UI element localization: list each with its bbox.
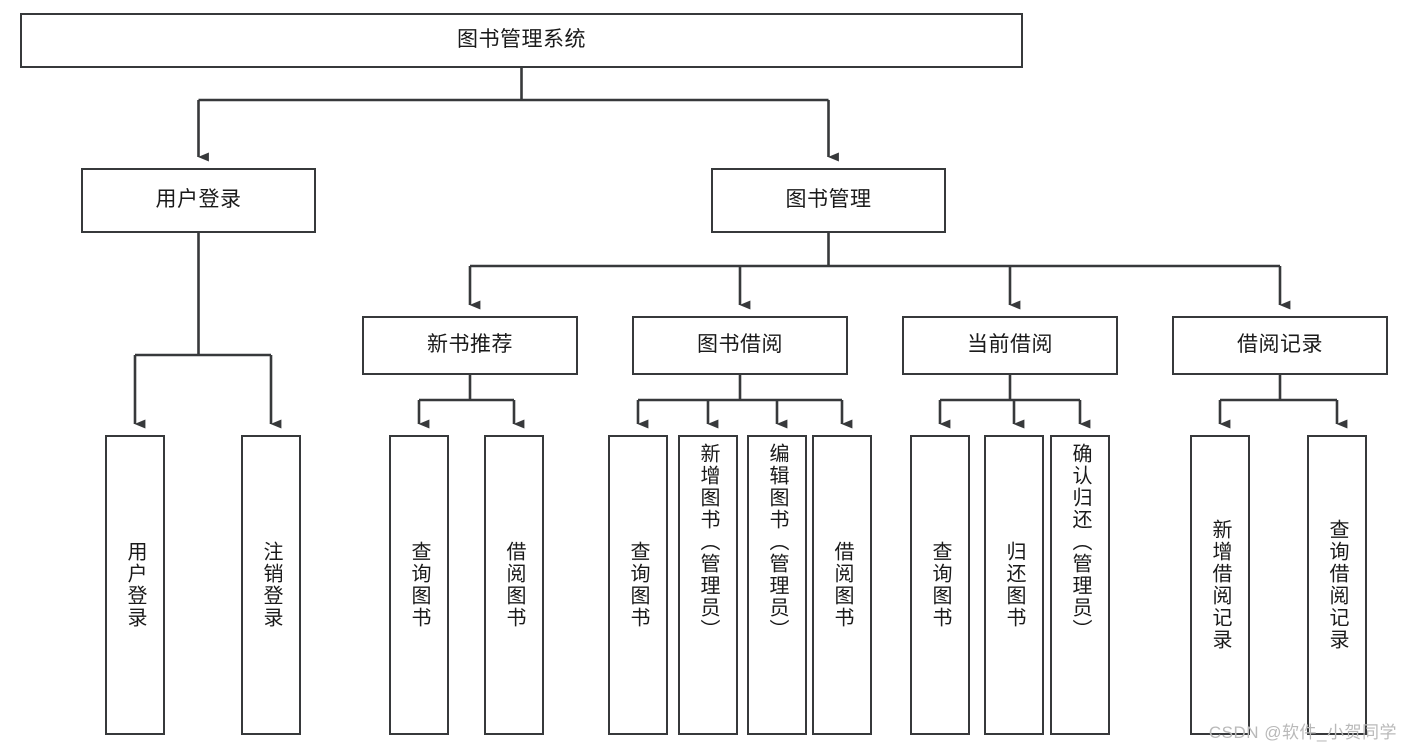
node-label: 用户登录 xyxy=(124,541,146,629)
node-leaf-edit-book[interactable]: 编辑图书（管理员） xyxy=(747,435,807,735)
node-label: 新增借阅记录 xyxy=(1209,519,1231,651)
node-label: 查询图书 xyxy=(627,541,649,629)
node-label: 归还图书 xyxy=(1003,541,1025,629)
node-label: 确认归还（管理员） xyxy=(1069,443,1091,641)
node-root[interactable]: 图书管理系统 xyxy=(20,13,1023,68)
node-leaf-query-book-1[interactable]: 查询图书 xyxy=(389,435,449,735)
node-label: 图书管理 xyxy=(785,188,872,212)
node-label: 当前借阅 xyxy=(967,333,1053,357)
node-leaf-query-record[interactable]: 查询借阅记录 xyxy=(1307,435,1367,735)
node-book-borrow[interactable]: 图书借阅 xyxy=(632,316,848,375)
node-leaf-borrow-book-2[interactable]: 借阅图书 xyxy=(812,435,872,735)
node-leaf-query-book-2[interactable]: 查询图书 xyxy=(608,435,668,735)
node-label: 查询图书 xyxy=(929,541,951,629)
node-label: 借阅图书 xyxy=(503,541,525,629)
node-current-borrow[interactable]: 当前借阅 xyxy=(902,316,1118,375)
node-label: 查询借阅记录 xyxy=(1326,519,1348,651)
node-leaf-user-login[interactable]: 用户登录 xyxy=(105,435,165,735)
node-label: 图书管理系统 xyxy=(457,28,586,52)
node-label: 借阅图书 xyxy=(831,541,853,629)
node-leaf-query-book-3[interactable]: 查询图书 xyxy=(910,435,970,735)
edge-group xyxy=(133,68,1348,429)
node-label: 借阅记录 xyxy=(1237,333,1323,357)
node-leaf-borrow-book-1[interactable]: 借阅图书 xyxy=(484,435,544,735)
node-label: 查询图书 xyxy=(408,541,430,629)
node-new-book-rec[interactable]: 新书推荐 xyxy=(362,316,578,375)
node-book-manage[interactable]: 图书管理 xyxy=(711,168,946,233)
node-label: 用户登录 xyxy=(155,188,242,212)
node-user-login[interactable]: 用户登录 xyxy=(81,168,316,233)
node-leaf-logout[interactable]: 注销登录 xyxy=(241,435,301,735)
node-leaf-return-book[interactable]: 归还图书 xyxy=(984,435,1044,735)
node-label: 新增图书（管理员） xyxy=(697,443,719,641)
node-leaf-add-record[interactable]: 新增借阅记录 xyxy=(1190,435,1250,735)
node-borrow-record[interactable]: 借阅记录 xyxy=(1172,316,1388,375)
node-leaf-confirm-return[interactable]: 确认归还（管理员） xyxy=(1050,435,1110,735)
node-label: 编辑图书（管理员） xyxy=(766,443,788,641)
node-label: 新书推荐 xyxy=(427,333,513,357)
node-leaf-add-book[interactable]: 新增图书（管理员） xyxy=(678,435,738,735)
node-label: 注销登录 xyxy=(260,541,282,629)
node-label: 图书借阅 xyxy=(697,333,783,357)
